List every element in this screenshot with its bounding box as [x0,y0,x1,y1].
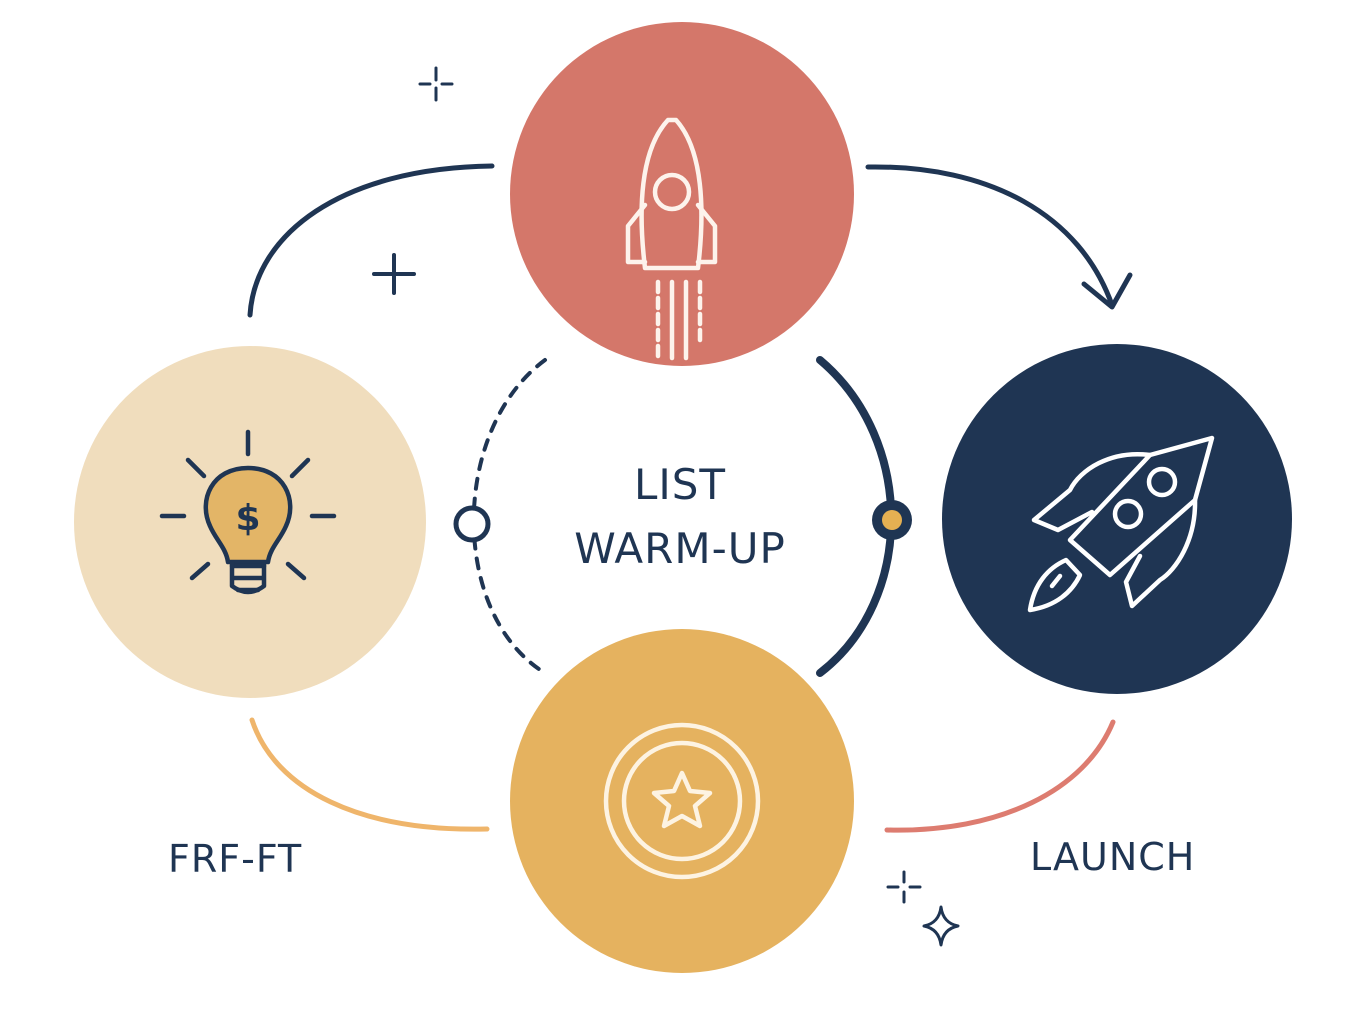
arc-node-gold-center [882,510,902,530]
node-bottom-circle [510,629,854,973]
rocket-upright-icon [625,117,718,361]
center-label-line1: LIST [633,460,727,509]
plus-icon [372,253,416,295]
lightbulb-dollar-icon: $ [159,429,337,595]
node-top [510,22,854,366]
connector-arc-bottom-right [884,719,1116,833]
sparkle-small-icon [886,870,922,904]
connector-arc-bottom-left [249,717,490,832]
arc-node-hollow [453,505,491,543]
sparkle-icon [418,66,454,102]
node-left: $ [74,346,426,698]
arrow-head-icon [1081,272,1133,310]
connector-arc-top-left [247,163,495,318]
svg-text:$: $ [235,498,260,539]
connector-arc-top-right [865,164,1115,308]
rocket-diagonal-icon [1027,435,1215,613]
node-bottom [510,629,854,973]
star-sparkle-icon [922,905,960,947]
node-right [942,344,1292,694]
center-label-line2: WARM-UP [574,524,786,573]
left-label: FRF-FT [168,837,303,881]
node-top-circle [510,22,854,366]
right-label: LAUNCH [1030,835,1196,879]
star-badge-icon [603,722,761,880]
